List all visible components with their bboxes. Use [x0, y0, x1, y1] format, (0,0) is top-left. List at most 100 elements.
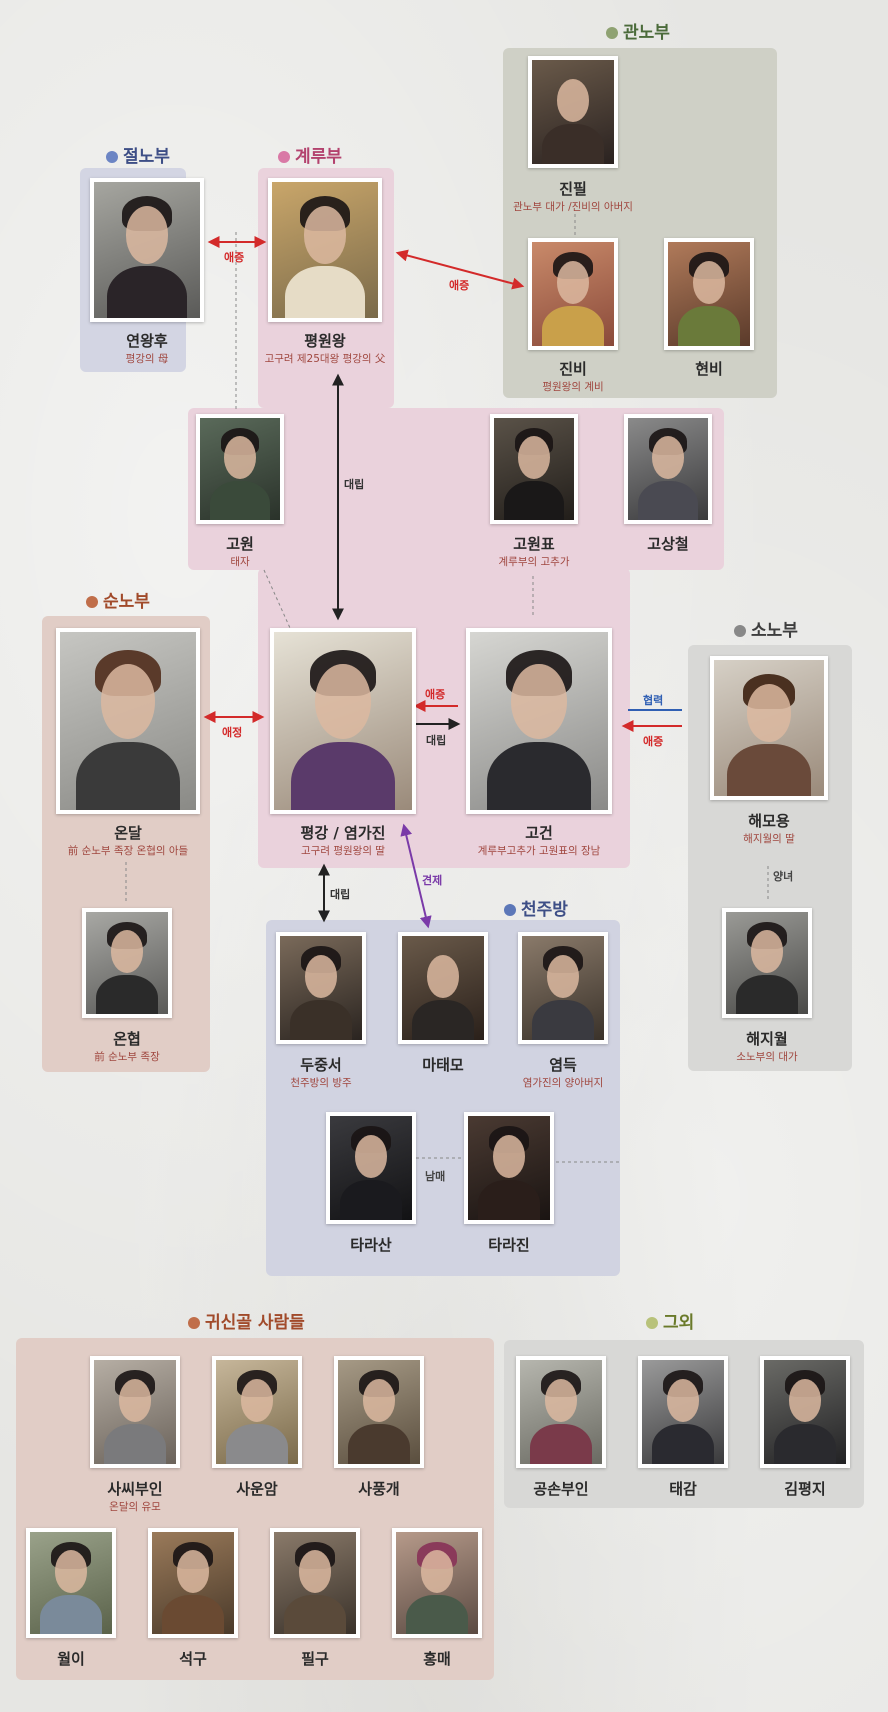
body-icon	[677, 306, 741, 346]
name-taegam: 태감	[669, 1480, 697, 1498]
portrait-icon	[470, 632, 608, 810]
name-tarasan: 타라산	[350, 1236, 392, 1254]
relation-label-gyeonje: 견제	[422, 874, 443, 887]
name-tarajin: 타라진	[488, 1236, 530, 1254]
desc-ondal: 前 순노부 족장 온협의 아들	[67, 845, 189, 857]
photo-gimpyeongji	[760, 1356, 850, 1468]
face-icon	[362, 1378, 396, 1423]
portrait-icon	[714, 660, 824, 796]
face-icon	[556, 260, 590, 305]
desc-gowonpyo: 계루부의 고추가	[498, 556, 570, 568]
body-icon	[39, 1595, 103, 1634]
photo-taegam	[638, 1356, 728, 1468]
name-sapunggae: 사풍개	[358, 1480, 400, 1498]
body-icon	[290, 742, 396, 810]
photo-hyeonbi	[664, 238, 754, 350]
name-gowonpyo: 고원표	[513, 535, 555, 553]
body-icon	[651, 1424, 715, 1464]
name-gowon: 고원	[226, 535, 254, 553]
relation-label-aejeung: 애증	[224, 251, 245, 264]
body-icon	[773, 1424, 837, 1464]
face-icon	[692, 260, 726, 305]
dot-icon	[106, 151, 118, 163]
name-gosangcheol: 고상철	[647, 535, 689, 553]
photo-seokgu	[148, 1528, 238, 1638]
desc-haemoyong: 해지월의 딸	[743, 833, 795, 845]
desc-pyeonggang: 고구려 평원왕의 딸	[301, 845, 385, 857]
photo-sassibuin	[90, 1356, 180, 1468]
body-icon	[735, 975, 799, 1014]
portrait-icon	[274, 632, 412, 810]
name-yeomdeuk: 염득	[549, 1056, 577, 1074]
name-sassibuin: 사씨부인	[107, 1480, 163, 1498]
desc-gowon: 태자	[230, 556, 250, 568]
face-icon	[110, 930, 144, 974]
body-icon	[76, 742, 180, 810]
face-icon	[750, 930, 784, 974]
name-yeonwanghu: 연왕후	[126, 332, 168, 350]
dot-icon	[734, 625, 746, 637]
name-pilgu: 필구	[301, 1650, 329, 1668]
name-haemoyong: 해모용	[748, 812, 790, 830]
portrait-icon	[274, 1532, 356, 1634]
photo-tarajin	[464, 1112, 554, 1224]
face-icon	[125, 206, 169, 264]
name-jinpil: 진필	[559, 180, 587, 198]
portrait-icon	[200, 418, 280, 520]
photo-yeonwanghu	[90, 178, 204, 322]
body-icon	[347, 1424, 411, 1464]
dot-icon	[188, 1317, 200, 1329]
body-icon	[541, 124, 605, 164]
face-icon	[224, 436, 256, 480]
relation-label-daerip: 대립	[426, 734, 447, 747]
face-icon	[240, 1378, 274, 1423]
body-icon	[106, 266, 188, 318]
photo-hongmae	[392, 1528, 482, 1638]
body-icon	[225, 1424, 289, 1464]
body-icon	[529, 1424, 593, 1464]
desc-dujungseo: 천주방의 방주	[290, 1077, 352, 1089]
face-icon	[54, 1550, 88, 1594]
portrait-icon	[494, 418, 574, 520]
face-icon	[298, 1550, 332, 1594]
desc-pyeongwon: 고구려 제25대왕 평강의 父	[264, 353, 386, 365]
portrait-icon	[330, 1116, 412, 1220]
portrait-icon	[468, 1116, 550, 1220]
face-icon	[304, 954, 338, 999]
body-icon	[727, 744, 811, 796]
group-title-others: 그외	[646, 1308, 694, 1333]
desc-haejiwol: 소노부의 대가	[736, 1051, 798, 1063]
body-icon	[95, 975, 159, 1014]
face-icon	[518, 436, 550, 480]
photo-sapunggae	[334, 1356, 424, 1468]
relation-label-aejeung: 애증	[425, 688, 446, 701]
photo-tarasan	[326, 1112, 416, 1224]
portrait-icon	[152, 1532, 234, 1634]
body-icon	[503, 481, 565, 520]
portrait-icon	[216, 1360, 298, 1464]
face-icon	[492, 1134, 526, 1179]
portrait-icon	[532, 242, 614, 346]
portrait-icon	[94, 182, 200, 318]
body-icon	[339, 1180, 403, 1220]
photo-pilgu	[270, 1528, 360, 1638]
relation-label-aejeung: 애증	[449, 279, 470, 292]
photo-onhyeop	[82, 908, 172, 1018]
photo-haemoyong	[710, 656, 828, 800]
photo-pyeonggang	[270, 628, 416, 814]
relation-label-aejeung: 애증	[643, 735, 664, 748]
photo-saunam	[212, 1356, 302, 1468]
desc-sassibuin: 온달의 유모	[109, 1501, 161, 1513]
name-pyeongwon: 평원왕	[304, 332, 346, 350]
dot-icon	[86, 596, 98, 608]
portrait-icon	[402, 936, 484, 1040]
body-icon	[405, 1595, 469, 1634]
name-seokgu: 석구	[179, 1650, 207, 1668]
dot-icon	[606, 27, 618, 39]
portrait-icon	[396, 1532, 478, 1634]
face-icon	[303, 206, 347, 264]
name-gogeon: 고건	[525, 824, 553, 842]
portrait-icon	[60, 632, 196, 810]
desc-jinbi: 평원왕의 계비	[542, 381, 604, 393]
photo-ondal	[56, 628, 200, 814]
